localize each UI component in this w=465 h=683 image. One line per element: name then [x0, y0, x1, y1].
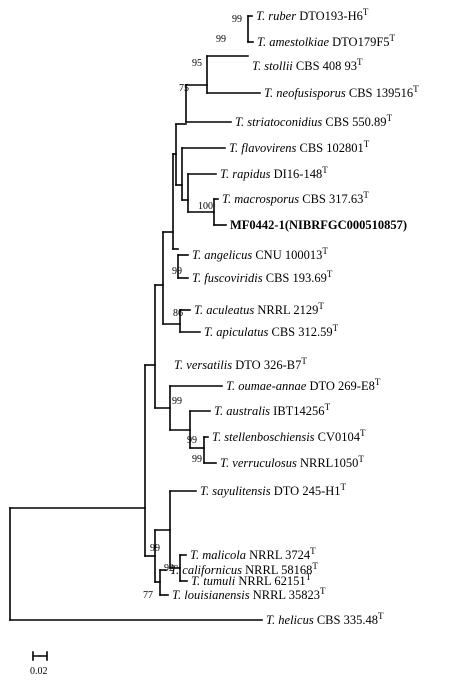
taxon-label: T. oumae-annae DTO 269-E8T [226, 377, 381, 393]
taxon-label: T. malicola NRRL 3724T [190, 546, 316, 562]
taxon-label: T. australis IBT14256T [214, 402, 331, 418]
bootstrap-value: 99 [232, 14, 242, 25]
taxon-label: T. macrosporus CBS 317.63T [222, 190, 369, 206]
taxon-label: T. apiculatus CBS 312.59T [204, 323, 339, 339]
taxon-label: T. verruculosus NRRL1050T [220, 454, 364, 470]
taxon-label-highlighted: MF0442-1(NIBRFGC000510857) [230, 218, 407, 232]
taxon-label: T. rapidus DI16-148T [220, 165, 328, 181]
bootstrap-value: 99 [150, 543, 160, 554]
taxon-label: T. ruber DTO193-H6T [256, 7, 369, 23]
scale-bar-line [32, 651, 48, 661]
taxon-label: T. aculeatus NRRL 2129T [194, 301, 324, 317]
taxon-label: T. stollii CBS 408 93T [252, 57, 363, 73]
taxon-label: T. californicus NRRL 58168T [170, 561, 318, 577]
scale-bar: 0.02 [30, 651, 48, 677]
taxon-label: T. neofusisporus CBS 139516T [264, 84, 419, 100]
bootstrap-value: 95 [192, 58, 202, 69]
bootstrap-values: 99 99 95 75 100 99 86 99 99 99 99 92 77 [143, 14, 242, 601]
bootstrap-value: 75 [179, 83, 189, 94]
scale-bar-label: 0.02 [30, 666, 48, 677]
taxon-label: T. tumuli NRRL 62151T [191, 572, 312, 588]
taxon-label: T. amestolkiae DTO179F5T [257, 33, 396, 49]
bootstrap-value: 77 [143, 590, 153, 601]
bootstrap-value: 99 [172, 266, 182, 277]
bootstrap-value: 99 [172, 396, 182, 407]
bootstrap-value: 99 [216, 34, 226, 45]
taxon-label: T. fuscoviridis CBS 193.69T [192, 269, 333, 285]
taxon-label: T. striatoconidius CBS 550.89T [235, 113, 393, 129]
taxon-labels: T. ruber DTO193-H6T T. amestolkiae DTO17… [170, 7, 419, 627]
taxon-label: T. louisianensis NRRL 35823T [172, 586, 326, 602]
tree-branches [9, 15, 263, 621]
taxon-label: T. angelicus CNU 100013T [192, 246, 328, 262]
taxon-label: T. sayulitensis DTO 245-H1T [200, 482, 347, 498]
taxon-label: T. stellenboschiensis CV0104T [212, 428, 366, 444]
bootstrap-value: 99 [192, 454, 202, 465]
taxon-label: T. helicus CBS 335.48T [266, 611, 384, 627]
bootstrap-value: 86 [173, 308, 183, 319]
taxon-label: T. flavovirens CBS 102801T [229, 139, 370, 155]
taxon-label: T. versatilis DTO 326-B7T [174, 356, 307, 372]
bootstrap-value: 99 [187, 435, 197, 446]
bootstrap-value: 100 [198, 201, 213, 212]
bootstrap-value: 92 [164, 563, 174, 574]
